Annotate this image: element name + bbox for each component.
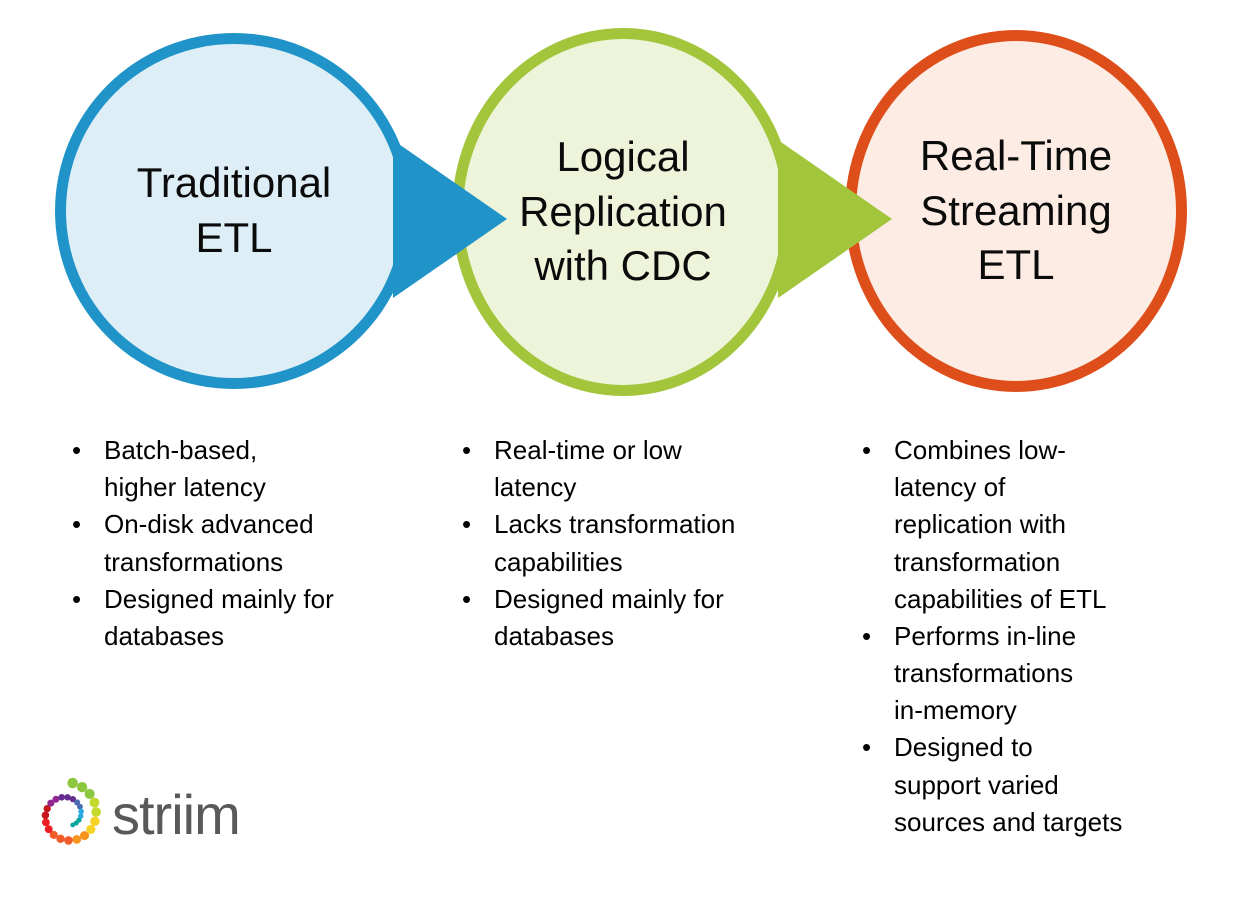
bullet-item: Performs in-line transformations in-memo… (852, 618, 1222, 730)
arrow-right-traditional-to-replication (393, 140, 507, 298)
striim-wordmark: striim (112, 783, 241, 846)
bullet-item: Lacks transformation capabilities (452, 506, 832, 580)
stage-title-traditional-etl: Traditional ETL (136, 159, 332, 261)
striim-logo-mark-icon (41, 777, 102, 845)
stage-bullets-realtime-streaming-etl: Combines low- latency of replication wit… (852, 432, 1222, 841)
stage-bullets-traditional-etl: Batch-based, higher latency On-disk adva… (62, 432, 422, 655)
bullet-item: Designed mainly for databases (62, 581, 422, 655)
stage-title-logical-replication-cdc: Logical Replication with CDC (519, 133, 727, 290)
striim-logo: striim (24, 772, 241, 858)
stage-bullets-logical-replication-cdc: Real-time or low latency Lacks transform… (452, 432, 832, 655)
stage-circle-traditional-etl: Traditional ETL (55, 33, 413, 389)
stage-circle-realtime-streaming-etl: Real-Time Streaming ETL (845, 30, 1187, 392)
arrow-right-replication-to-streaming (778, 140, 892, 298)
bullet-item: Real-time or low latency (452, 432, 832, 506)
bullet-item: On-disk advanced transformations (62, 506, 422, 580)
bullet-item: Designed mainly for databases (452, 581, 832, 655)
bullet-item: Combines low- latency of replication wit… (852, 432, 1222, 618)
bullet-item: Batch-based, higher latency (62, 432, 422, 506)
stage-circle-logical-replication-cdc: Logical Replication with CDC (452, 28, 794, 396)
bullet-item: Designed to support varied sources and t… (852, 729, 1222, 841)
stage-title-realtime-streaming-etl: Real-Time Streaming ETL (919, 132, 1113, 289)
